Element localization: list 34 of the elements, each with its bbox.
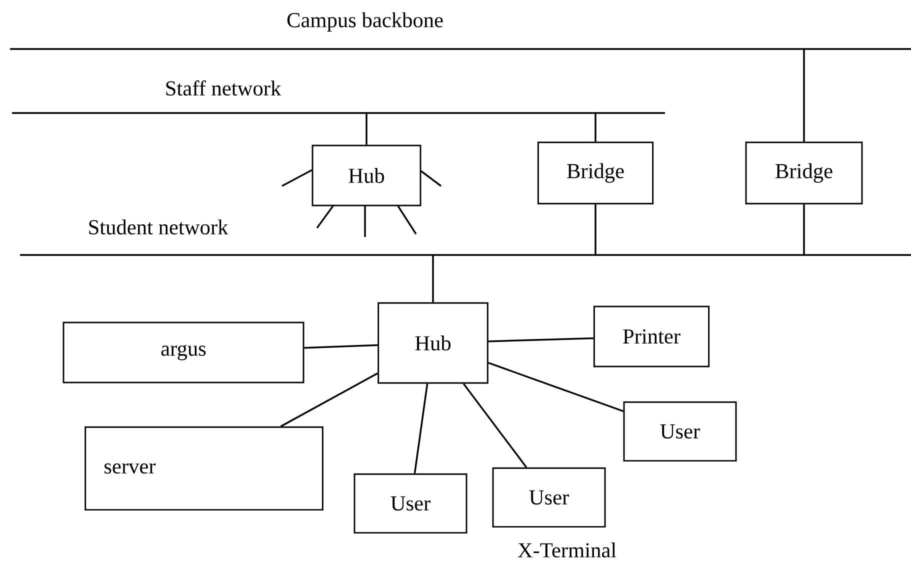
- network-line: [10, 48, 911, 50]
- network-label: Staff network: [166, 80, 282, 96]
- connector-line: [803, 49, 805, 142]
- device-box: server: [84, 426, 324, 511]
- connector-line: [432, 255, 434, 302]
- device-box: argus: [62, 322, 304, 384]
- network-label: Campus backbone: [287, 12, 443, 32]
- connector-line: [316, 205, 334, 228]
- connector-line: [420, 170, 442, 187]
- connector-line: [414, 384, 428, 474]
- network-line: [20, 254, 911, 256]
- device-box: Hub: [378, 302, 488, 384]
- connector-line: [366, 113, 368, 145]
- device-box: User: [623, 401, 737, 462]
- connector-line: [462, 383, 528, 468]
- network-line: [12, 112, 665, 114]
- connector-line: [594, 113, 596, 142]
- device-box: Bridge: [745, 142, 863, 204]
- connector-line: [803, 204, 805, 255]
- connector-line: [282, 169, 312, 187]
- connector-line: [280, 372, 378, 428]
- connector-line: [488, 337, 594, 342]
- connector-line: [594, 204, 596, 255]
- connector-line: [364, 206, 366, 237]
- device-box: Printer: [593, 306, 710, 368]
- device-box: Bridge: [537, 142, 654, 204]
- connector-line: [397, 206, 417, 234]
- connector-line: [304, 344, 378, 349]
- network-label: Student network: [89, 219, 228, 234]
- device-box: Hub: [312, 144, 422, 206]
- device-caption: X-Terminal: [518, 542, 616, 558]
- device-box: User: [354, 473, 468, 534]
- device-box: User: [492, 467, 606, 528]
- connector-line: [488, 362, 624, 412]
